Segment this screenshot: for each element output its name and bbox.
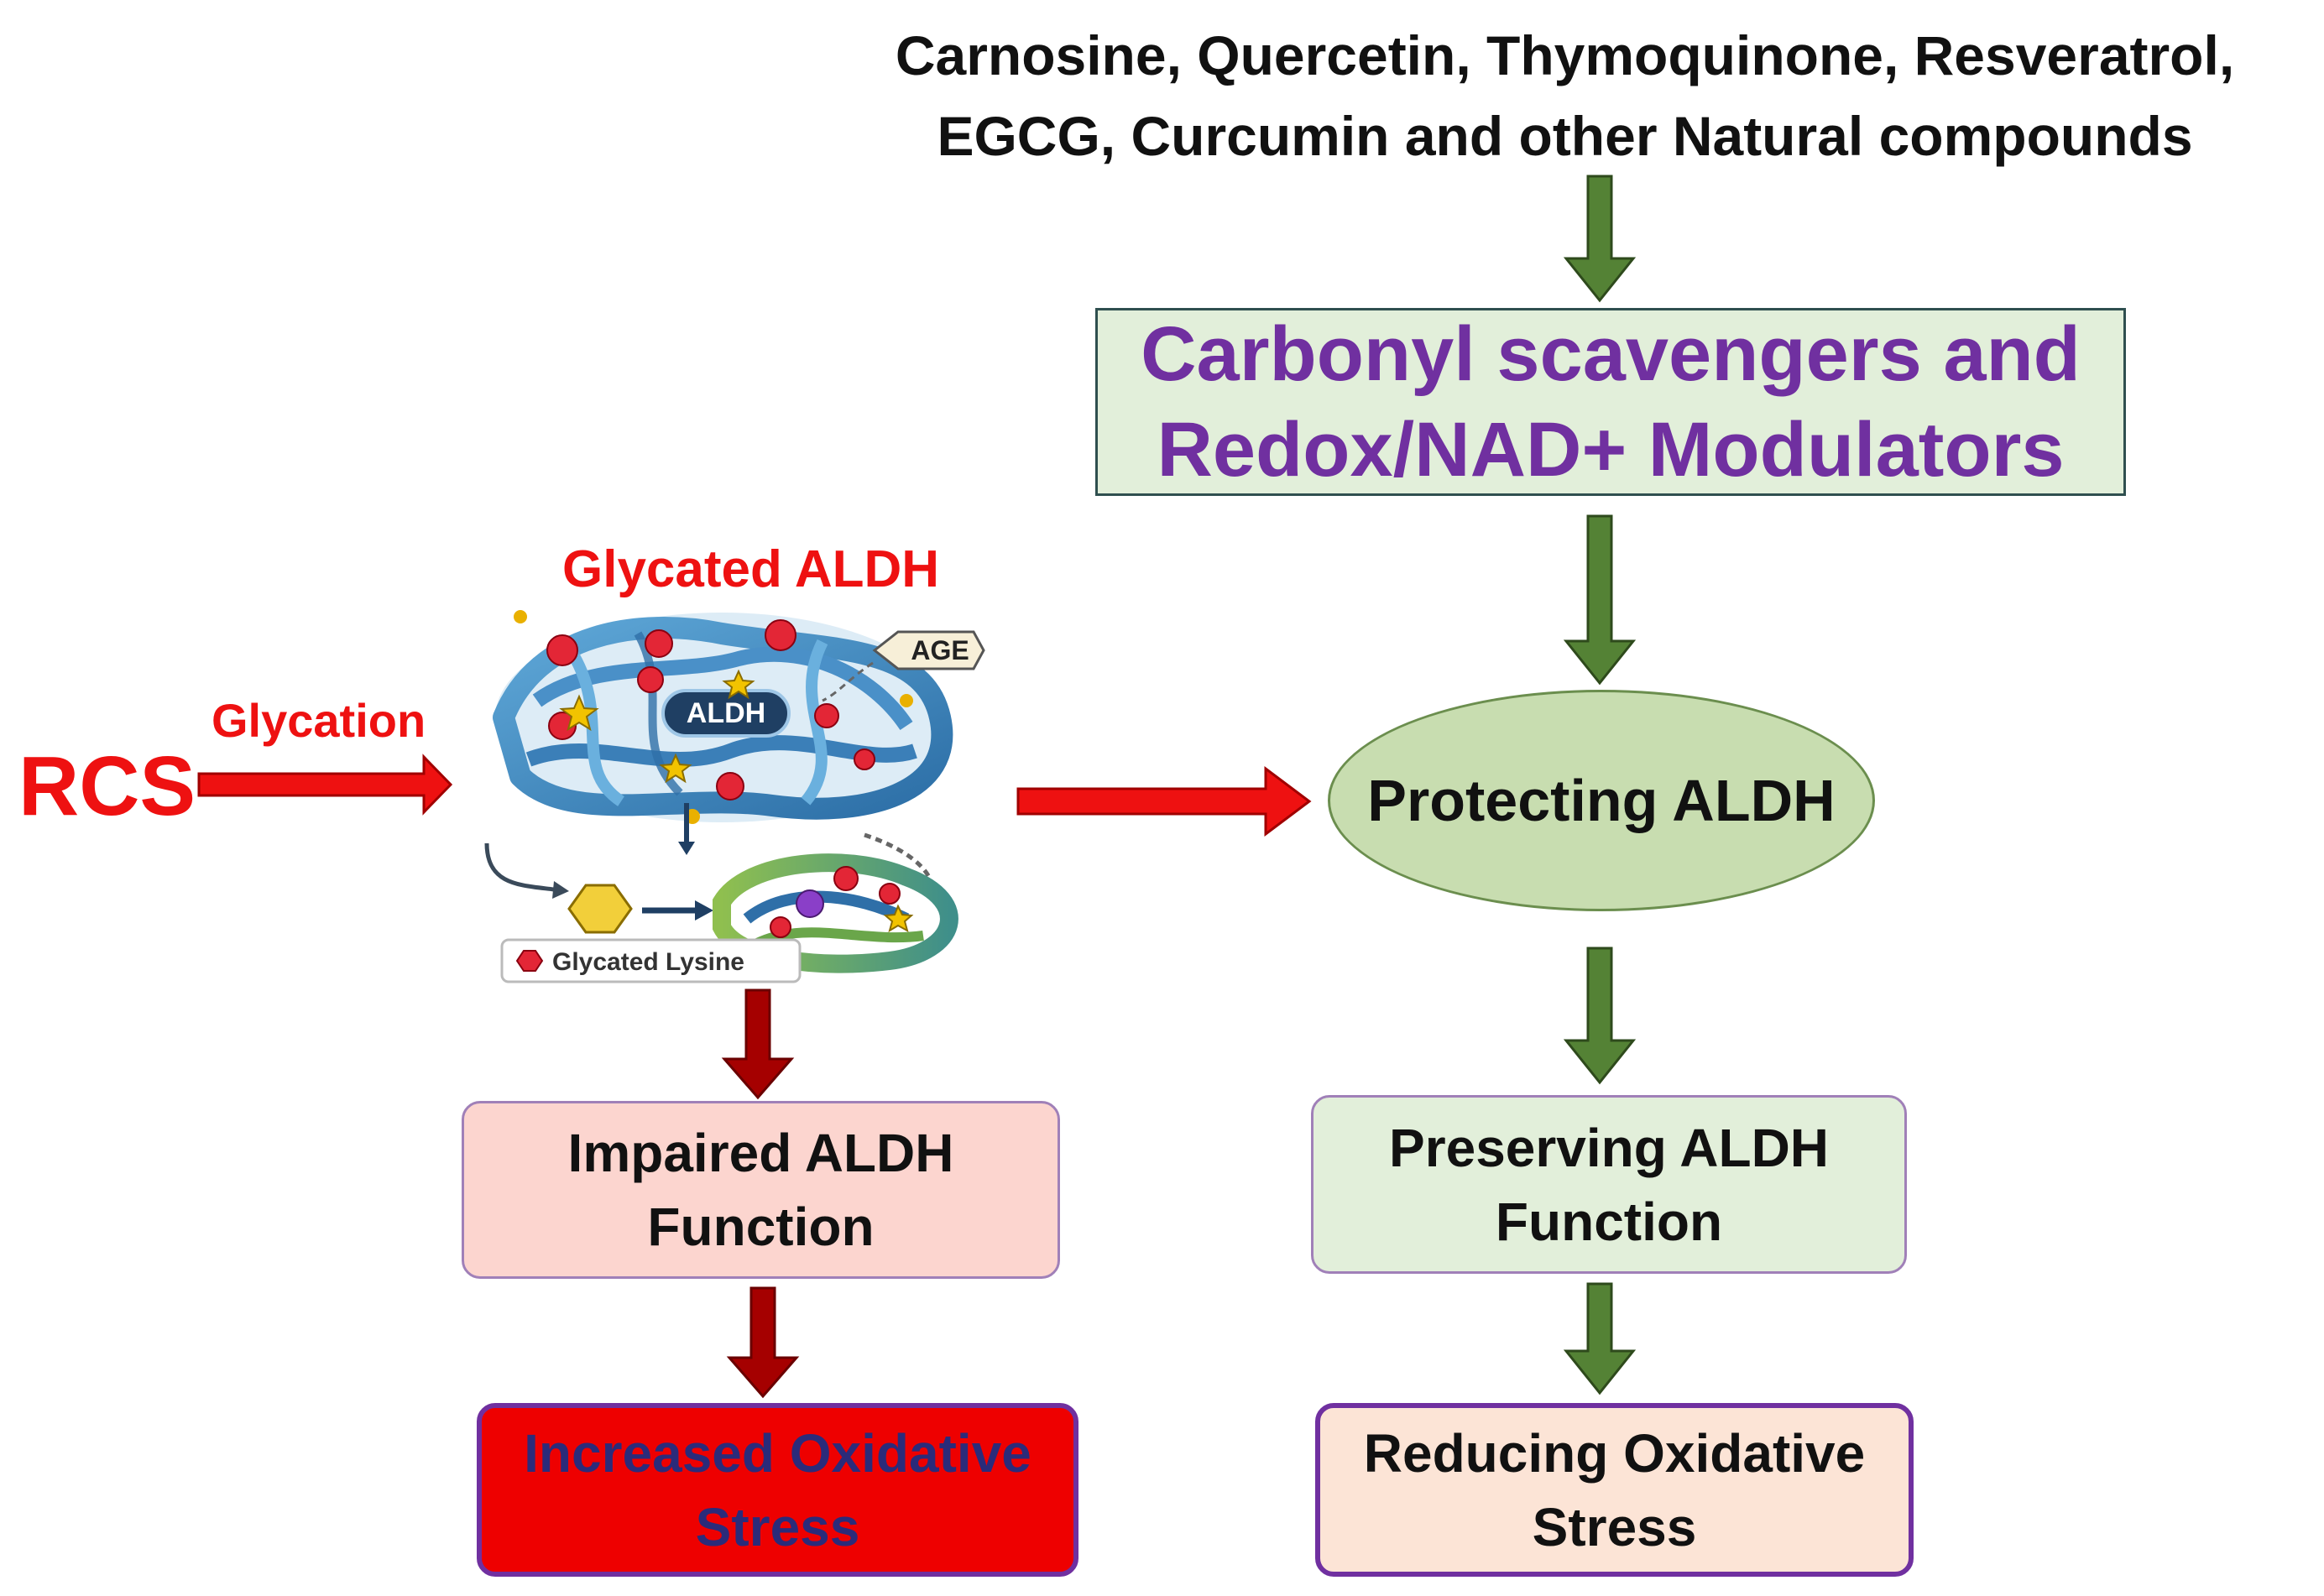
impaired-line-2: Function [647, 1197, 875, 1257]
preserving-aldh-function-box: Preserving ALDH Function [1311, 1095, 1907, 1274]
glycation-beads [514, 610, 913, 824]
preserving-line-1: Preserving ALDH [1389, 1117, 1829, 1178]
increased-line-1: Increased Oxidative [524, 1422, 1031, 1484]
compounds-label: Carnosine, Quercetin, Thymoquinone, Resv… [806, 15, 2324, 176]
arrow-rcs-to-glycated [197, 754, 453, 816]
sugar-hexagon [567, 884, 633, 934]
age-tag: AGE [822, 630, 985, 702]
glycated-lysine-legend: Glycated Lysine [500, 938, 802, 983]
reducing-line-2: Stress [1532, 1496, 1697, 1557]
impaired-line-1: Impaired ALDH [567, 1123, 954, 1183]
arrow-scavengers-to-protecting [1563, 514, 1637, 686]
compounds-line-1: Carnosine, Quercetin, Thymoquinone, Resv… [895, 24, 2235, 86]
dark-red-arrows [721, 988, 800, 1399]
arrow-glycated-to-protecting [1016, 766, 1312, 837]
flow-arrowhead-2 [678, 842, 695, 855]
arrow-glycated-to-impaired [721, 988, 795, 1100]
flow-arrowhead-1 [552, 881, 569, 899]
arrow-impaired-to-increased [726, 1286, 800, 1399]
scavengers-line-2: Redox/NAD+ Modulators [1157, 407, 2065, 493]
glycated-aldh-title: Glycated ALDH [562, 540, 940, 598]
star-markers [559, 669, 755, 784]
glycation-label: Glycation [212, 694, 426, 747]
glycated-aldh-illustration: ALDH AGE [484, 610, 985, 983]
aldh-pill-label: ALDH [687, 697, 765, 729]
aldh-pill: ALDH [661, 689, 791, 738]
age-tag-label: AGE [911, 635, 969, 665]
flow-arrowhead-3 [695, 900, 713, 921]
protecting-aldh-ellipse: Protecting ALDH [1328, 690, 1875, 911]
arrow-compounds-to-scavengers [1563, 175, 1637, 303]
arrow-preserving-to-reducing [1563, 1282, 1637, 1395]
reducing-line-1: Reducing Oxidative [1363, 1422, 1866, 1484]
compounds-line-2: EGCG, Curcumin and other Natural compoun… [937, 105, 2193, 167]
carbonyl-scavengers-box: Carbonyl scavengers and Redox/NAD+ Modul… [1095, 308, 2126, 496]
green-arrows [1563, 175, 1637, 1395]
protecting-aldh-label: Protecting ALDH [1367, 768, 1836, 833]
rcs-label: RCS [18, 739, 196, 833]
red-arrows [197, 754, 1312, 837]
increased-oxidative-stress-box: Increased Oxidative Stress [477, 1403, 1078, 1577]
preserving-line-2: Function [1495, 1191, 1723, 1252]
glycated-lysine-label: Glycated Lysine [552, 948, 744, 976]
impaired-aldh-function-box: Impaired ALDH Function [462, 1101, 1060, 1279]
arrow-protecting-to-preserving [1563, 947, 1637, 1085]
reducing-oxidative-stress-box: Reducing Oxidative Stress [1315, 1403, 1914, 1577]
increased-line-2: Stress [695, 1496, 860, 1557]
scavengers-line-1: Carbonyl scavengers and [1141, 311, 2081, 397]
